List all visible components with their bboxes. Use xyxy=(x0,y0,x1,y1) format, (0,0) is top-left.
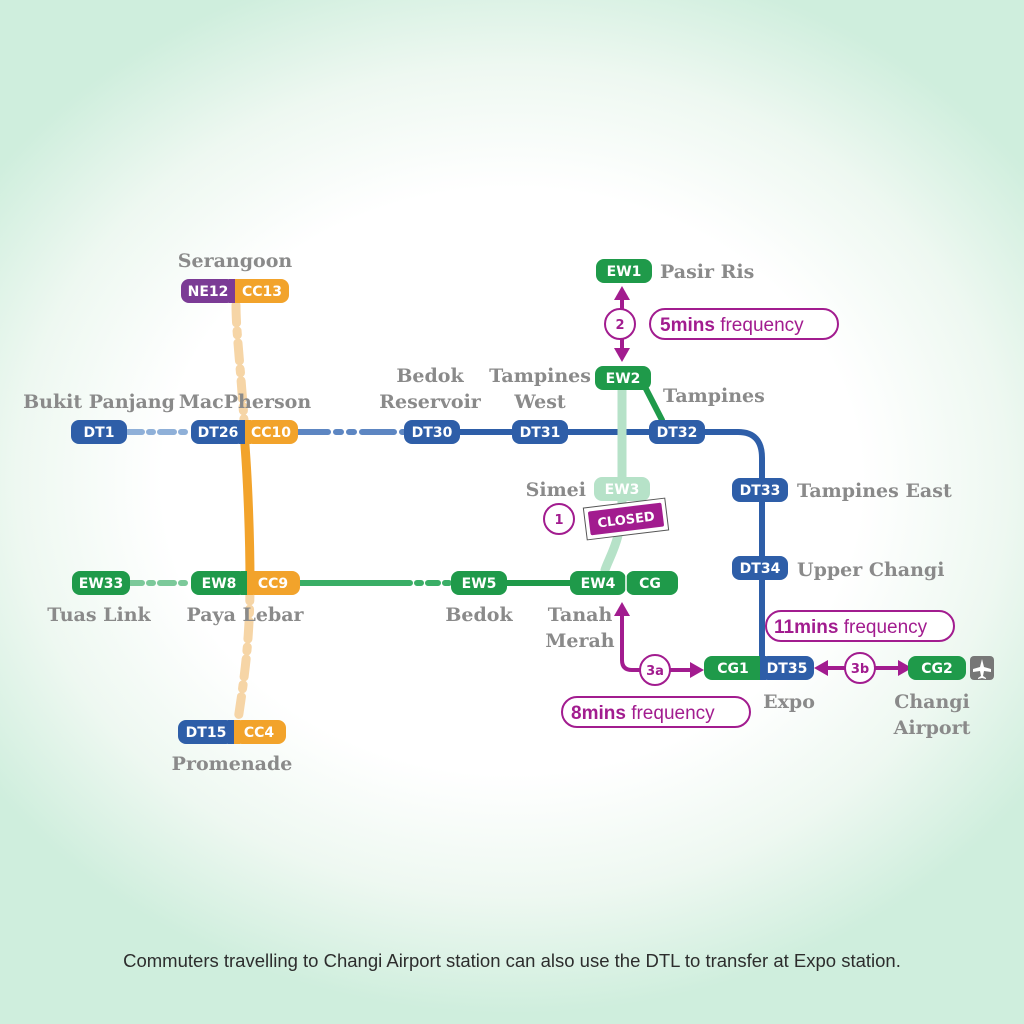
station-bedok-reservoir: DT30 Bedok Reservoir xyxy=(379,365,482,444)
station-changi-airport: CG2 Changi Airport xyxy=(893,656,994,739)
name-tuas-link: Tuas Link xyxy=(47,604,151,626)
svg-text:2: 2 xyxy=(615,318,624,333)
name-promenade: Promenade xyxy=(172,753,293,775)
freq-5-text: frequency xyxy=(715,315,804,336)
svg-text:3a: 3a xyxy=(646,664,664,679)
svg-text:Tanah: Tanah xyxy=(548,604,613,626)
name-upper-changi: Upper Changi xyxy=(797,559,944,581)
svg-text:CG1: CG1 xyxy=(717,661,749,677)
name-expo: Expo xyxy=(763,691,815,713)
station-tuas-link: EW33 Tuas Link xyxy=(47,571,152,626)
svg-text:DT35: DT35 xyxy=(767,661,808,677)
step-marker-2: 2 xyxy=(604,308,636,340)
step-marker-1: 1 xyxy=(543,503,575,535)
freq-8-text: frequency xyxy=(626,703,715,724)
name-bedok: Bedok xyxy=(445,604,513,626)
station-bukit-panjang: DT1 Bukit Panjang xyxy=(23,391,175,444)
station-upper-changi: DT34 Upper Changi xyxy=(732,556,944,581)
station-macpherson: DT26 CC10 MacPherson xyxy=(179,391,311,444)
svg-text:Merah: Merah xyxy=(545,630,614,652)
svg-text:Airport: Airport xyxy=(893,717,971,739)
name-simei: Simei xyxy=(526,479,586,501)
station-tampines-east: DT33 Tampines East xyxy=(732,478,952,502)
name-pasir-ris: Pasir Ris xyxy=(660,261,754,283)
svg-text:1: 1 xyxy=(554,513,563,528)
station-pasir-ris: EW1 Pasir Ris xyxy=(596,259,754,283)
airplane-glyph xyxy=(973,659,991,679)
svg-text:EW8: EW8 xyxy=(202,576,237,592)
svg-text:CLOSED: CLOSED xyxy=(597,510,656,532)
freq-8-value: 8mins xyxy=(571,703,626,724)
svg-text:CC9: CC9 xyxy=(258,576,288,592)
arrow-heads xyxy=(614,286,912,678)
name-tampines: Tampines xyxy=(663,385,765,407)
svg-text:CG: CG xyxy=(639,576,661,592)
code-ne12: NE12 xyxy=(188,284,229,300)
caption: Commuters travelling to Changi Airport s… xyxy=(123,950,901,971)
svg-text:Changi: Changi xyxy=(894,691,970,713)
svg-text:CC4: CC4 xyxy=(244,725,275,741)
svg-text:EW3: EW3 xyxy=(605,482,640,498)
station-simei: EW3 Simei xyxy=(526,477,650,501)
svg-text:DT1: DT1 xyxy=(84,425,115,441)
freq-11-text: frequency xyxy=(838,617,927,638)
code-cc13: CC13 xyxy=(242,284,282,300)
step-marker-3b: 3b xyxy=(844,652,876,684)
freq-5-value: 5mins xyxy=(660,315,715,336)
station-bedok: EW5 Bedok xyxy=(445,571,513,626)
svg-text:CC10: CC10 xyxy=(251,425,291,441)
svg-text:Tampines: Tampines xyxy=(489,365,591,387)
station-promenade: DT15 CC4 Promenade xyxy=(172,720,293,775)
circle-line xyxy=(231,300,255,725)
station-tampines-west: DT31 Tampines West xyxy=(489,365,591,444)
svg-text:EW5: EW5 xyxy=(462,576,497,592)
frequency-5mins: 5mins frequency xyxy=(649,308,839,340)
svg-text:DT15: DT15 xyxy=(186,725,227,741)
station-tanah-merah: EW4 CG Tanah Merah xyxy=(545,571,678,652)
svg-text:DT30: DT30 xyxy=(412,425,453,441)
name-serangoon: Serangoon xyxy=(178,250,293,272)
svg-text:8mins frequency: 8mins frequency xyxy=(571,703,715,724)
svg-text:Bedok: Bedok xyxy=(396,365,464,387)
station-tampines: DT32 EW2 Tampines xyxy=(595,366,765,444)
name-tampines-east: Tampines East xyxy=(797,480,952,502)
svg-text:5mins frequency: 5mins frequency xyxy=(660,315,804,336)
svg-text:EW2: EW2 xyxy=(606,371,641,387)
name-bukit-panjang: Bukit Panjang xyxy=(23,391,175,413)
closed-badge: CLOSED xyxy=(582,497,670,541)
svg-text:11mins frequency: 11mins frequency xyxy=(774,617,928,638)
svg-text:DT33: DT33 xyxy=(740,483,781,499)
svg-text:DT26: DT26 xyxy=(198,425,239,441)
frequency-11mins: 11mins frequency xyxy=(765,610,955,642)
svg-text:DT34: DT34 xyxy=(740,561,781,577)
svg-text:EW33: EW33 xyxy=(79,576,124,592)
station-serangoon: NE12 CC13 Serangoon xyxy=(178,250,293,303)
svg-text:CG2: CG2 xyxy=(921,661,953,677)
name-macpherson: MacPherson xyxy=(179,391,311,413)
freq-11-value: 11mins xyxy=(774,617,838,638)
svg-text:EW1: EW1 xyxy=(607,264,642,280)
svg-text:DT31: DT31 xyxy=(520,425,561,441)
svg-text:3b: 3b xyxy=(851,662,869,677)
svg-text:West: West xyxy=(513,391,566,413)
station-expo: CG1 DT35 Expo xyxy=(704,656,815,713)
svg-text:EW4: EW4 xyxy=(581,576,616,592)
station-paya-lebar: EW8 CC9 Paya Lebar xyxy=(186,571,305,626)
svg-text:DT32: DT32 xyxy=(657,425,698,441)
svg-text:Reservoir: Reservoir xyxy=(379,391,482,413)
step-marker-3a: 3a xyxy=(639,654,671,686)
frequency-8mins: 8mins frequency xyxy=(561,696,751,728)
name-paya-lebar: Paya Lebar xyxy=(186,604,304,626)
